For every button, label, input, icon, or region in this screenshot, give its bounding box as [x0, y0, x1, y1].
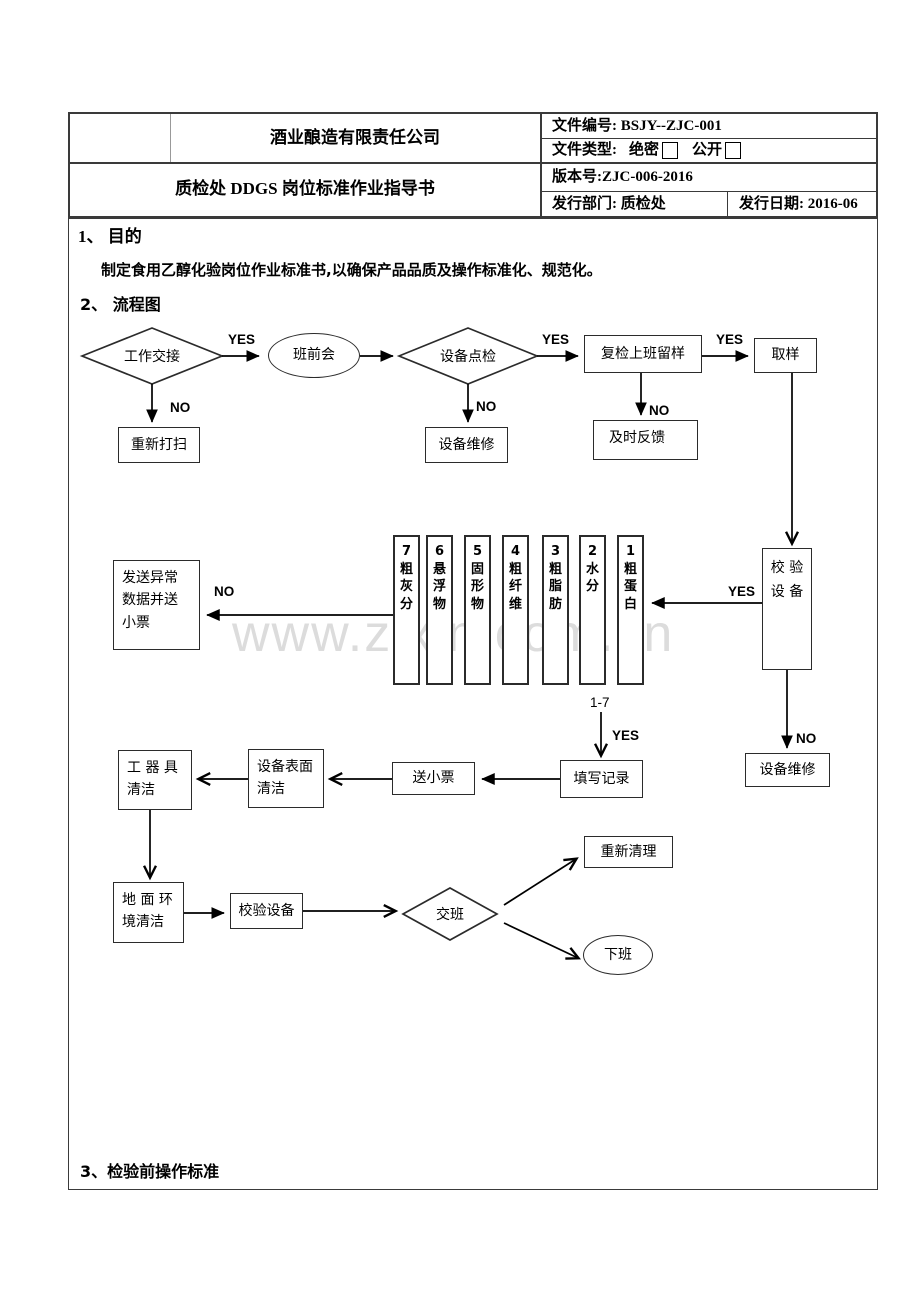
- secret-checkbox: [662, 141, 679, 159]
- section-3-heading: 3、检验前操作标准: [80, 1162, 220, 1181]
- table-line: [540, 191, 876, 192]
- yes-label-check: YES: [542, 332, 570, 347]
- test-item-box-2-moisture: 2 水 分: [579, 535, 606, 685]
- header-table: 酒业酿造有限责任公司 文件编号: BSJY--ZJC-001 文件类型: 绝密 …: [68, 112, 878, 218]
- test-item-box-7-crude-ash: 7 粗 灰 分: [393, 535, 420, 685]
- table-line: [170, 114, 171, 162]
- version-number-text: 版本号:ZJC-006-2016: [552, 168, 693, 185]
- yes-label-calibrate: YES: [728, 584, 756, 599]
- content-border-box: [68, 218, 878, 1190]
- send-abnormal-data-node: 发送异常 数据并送 小票: [113, 560, 200, 650]
- table-line: [70, 162, 876, 164]
- floor-clean-node: 地 面 环 境清洁: [113, 882, 184, 943]
- section-1-heading: 1、 目的: [78, 227, 142, 246]
- test-item-box-4-crude-fiber: 4 粗 纤 维: [502, 535, 529, 685]
- doc-type-label: 文件类型:: [552, 142, 617, 158]
- test-item-box-3-crude-fat: 3 粗 脂 肪: [542, 535, 569, 685]
- equipment-check-label: 设备点检: [440, 349, 496, 365]
- issuing-dept: 发行部门: 质检处: [552, 191, 727, 216]
- surface-clean-node: 设备表面 清洁: [248, 749, 324, 808]
- doc-number-text: 文件编号: BSJY--ZJC-001: [552, 118, 722, 134]
- table-line: [540, 114, 542, 216]
- public-checkbox: [725, 141, 742, 159]
- table-line: [727, 191, 728, 216]
- test-item-box-1-crude-protein: 1 粗 蛋 白: [617, 535, 644, 685]
- no-label-recheck: NO: [649, 403, 670, 418]
- send-ticket-node: 送小票: [392, 762, 475, 795]
- pre-shift-meeting-node: 班前会: [268, 333, 360, 378]
- work-handover-label: 工作交接: [124, 349, 180, 365]
- company-name-text: 酒业酿造有限责任公司: [270, 127, 440, 147]
- off-duty-node: 下班: [583, 935, 653, 975]
- issue-date-text: 发行日期: 2016-06: [739, 195, 858, 212]
- re-cleanup-node: 重新清理: [584, 836, 673, 868]
- equipment-repair-node-bottom: 设备维修: [745, 753, 830, 787]
- calibrate-equipment-node-bottom: 校验设备: [230, 893, 303, 929]
- calibrate-equipment-node-vertical: 校 验 设 备: [762, 548, 812, 670]
- range-label-1-7: 1-7: [590, 695, 610, 710]
- re-clean-node: 重新打扫: [118, 427, 200, 463]
- version-number: 版本号:ZJC-006-2016: [552, 162, 876, 191]
- doc-title-text: 质检处 DDGS 岗位标准作业指导书: [175, 178, 435, 198]
- doc-type-row: 文件类型: 绝密 公开: [552, 138, 876, 162]
- test-item-box-6-suspended-matter: 6 悬 浮 物: [426, 535, 453, 685]
- sampling-node: 取样: [754, 338, 817, 373]
- test-item-box-5-solid-matter: 5 固 形 物: [464, 535, 491, 685]
- section-2-heading: 2、 流程图: [80, 295, 161, 314]
- issuing-dept-text: 发行部门: 质检处: [552, 195, 666, 212]
- yes-label-recheck: YES: [716, 332, 744, 347]
- doc-title: 质检处 DDGS 岗位标准作业指导书: [70, 162, 540, 216]
- equipment-repair-node-top: 设备维修: [425, 427, 508, 463]
- no-label-calibrate: NO: [796, 731, 817, 746]
- company-name: 酒业酿造有限责任公司: [170, 114, 540, 162]
- yes-label-handover: YES: [228, 332, 256, 347]
- timely-feedback-node: 及时反馈: [593, 420, 698, 460]
- shift-handover-label: 交班: [436, 907, 464, 923]
- tool-clean-node: 工 器 具 清洁: [118, 750, 192, 810]
- section-1-paragraph: 制定食用乙醇化验岗位作业标准书,以确保产品品质及操作标准化、规范化。: [101, 261, 602, 279]
- doc-number: 文件编号: BSJY--ZJC-001: [552, 114, 876, 138]
- recheck-sample-node: 复检上班留样: [584, 335, 702, 373]
- doc-type-public-label: 公开: [692, 142, 723, 158]
- issue-date: 发行日期: 2016-06: [739, 191, 876, 216]
- fill-record-node: 填写记录: [560, 760, 643, 798]
- doc-type-secret-label: 绝密: [629, 142, 660, 158]
- no-label-handover: NO: [170, 400, 191, 415]
- no-label-items: NO: [214, 584, 235, 599]
- no-label-check: NO: [476, 399, 497, 414]
- yes-label-items: YES: [612, 728, 640, 743]
- table-line: [540, 138, 876, 139]
